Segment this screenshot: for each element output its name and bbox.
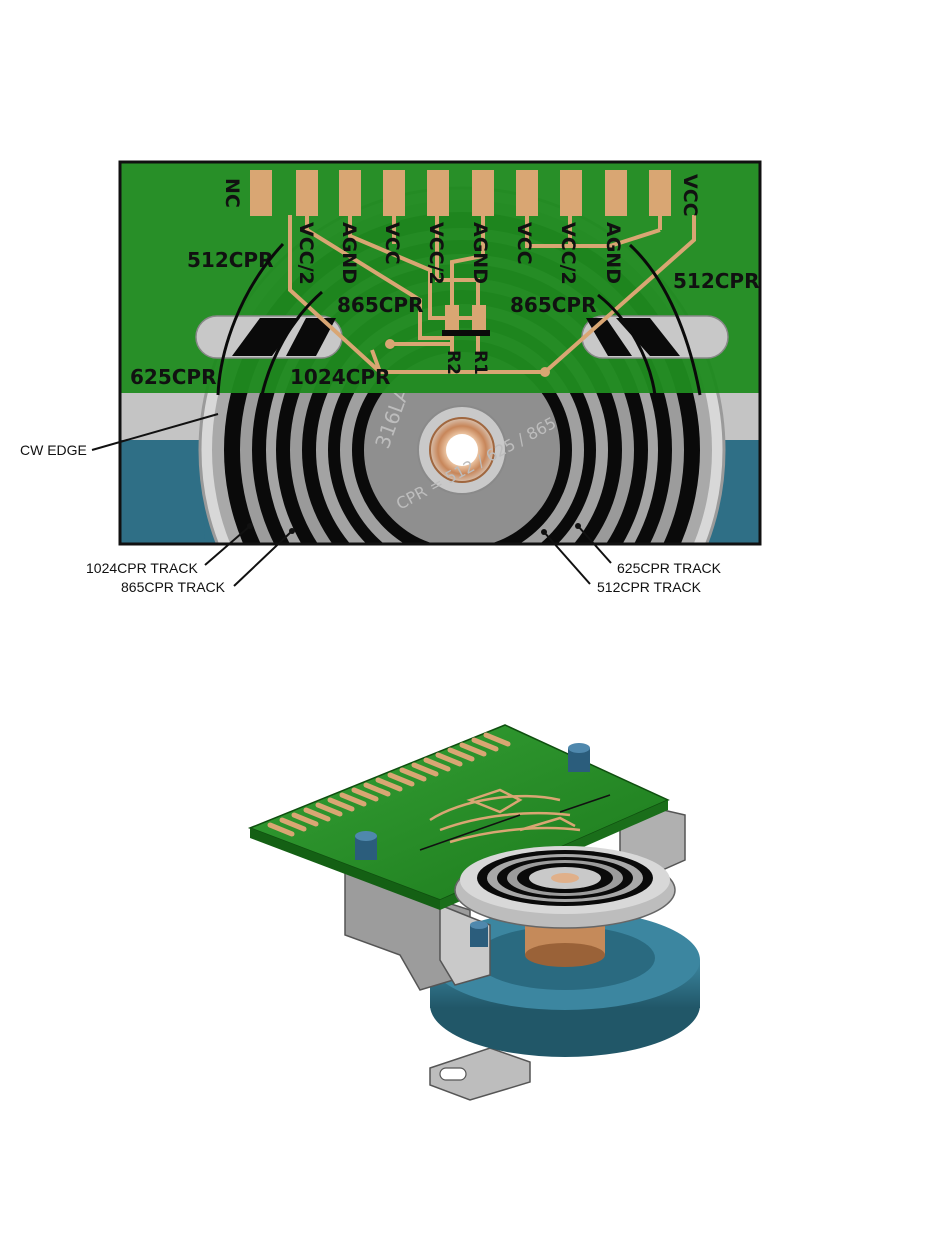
callout-625cpr-track: 625CPR TRACK [617,560,721,576]
isometric-assembly-view [250,725,700,1100]
label-865cpr-left: 865CPR [337,293,423,317]
pad-label-agnd-3: AGND [602,222,624,284]
pad-label-vcc2-3: VCC/2 [557,222,579,285]
pad-label-vcc-1: VCC [381,222,403,265]
callout-1024cpr-track: 1024CPR TRACK [86,560,198,576]
callout-865cpr-track: 865CPR TRACK [121,579,225,595]
pad-label-agnd-1: AGND [338,222,360,284]
label-1024cpr: 1024CPR [290,365,390,389]
callout-cw-edge: CW EDGE [20,442,87,458]
pad-label-vcc2-2: VCC/2 [425,222,447,285]
label-625cpr: 625CPR [130,365,216,389]
top-detail-view: 316LA CPR = 512 / 625 / 865 [120,162,760,712]
label-512cpr-left: 512CPR [187,248,273,272]
label-865cpr-right: 865CPR [510,293,596,317]
callout-512cpr-track: 512CPR TRACK [597,579,701,595]
pcb-board: NC VCC/2 AGND VCC VCC/2 AGND VCC VCC/2 A… [120,162,760,393]
pad-label-agnd-2: AGND [469,222,491,284]
pad-label-vcc-2: VCC [513,222,535,265]
label-r1: R1 [470,350,490,375]
label-512cpr-right: 512CPR [673,269,759,293]
pad-label-vcc-3: VCC [679,174,701,217]
pad-label-nc: NC [221,178,243,208]
pad-label-vcc2-1: VCC/2 [295,222,317,285]
label-r2: R2 [443,350,463,375]
